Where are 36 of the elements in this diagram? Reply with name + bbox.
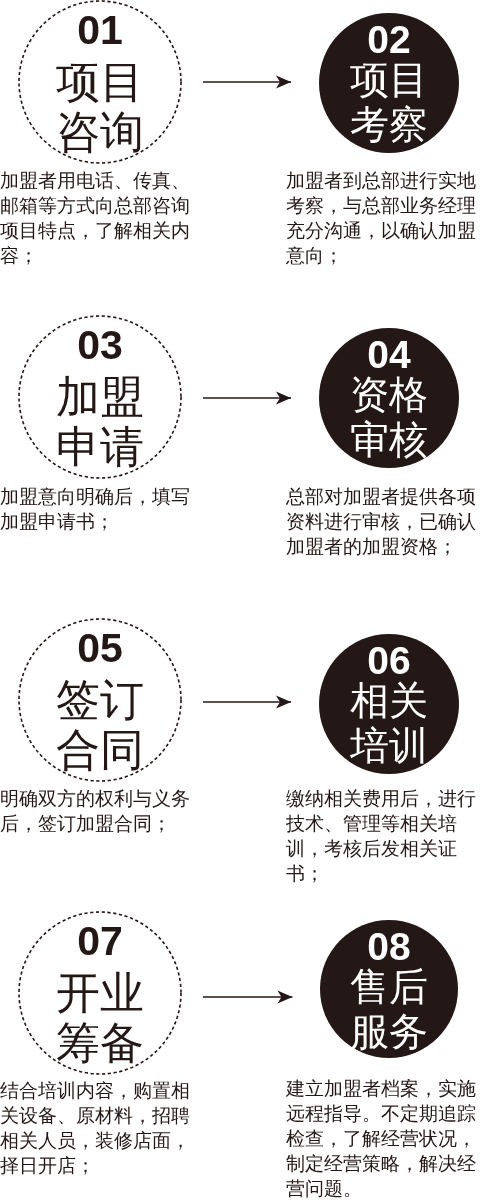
step-number: 08 (367, 927, 411, 966)
step-title: 资格审核 (349, 372, 429, 462)
step-description: 加盟者用电话、传真、邮箱等方式向总部咨询项目特点，了解相关内容； (0, 168, 191, 268)
step-description: 建立加盟者档案，实施远程指导。不定期追踪检查，了解经营状况，制定经营策略，解决经营问题。 (286, 1076, 477, 1200)
step-number: 01 (77, 10, 123, 51)
step-number: 06 (367, 641, 411, 680)
arrow (202, 391, 292, 405)
step-description: 缴纳相关费用后，进行技术、管理等相关培训，考核后发相关证书； (286, 786, 477, 886)
step-description: 明确双方的权利与义务后，签订加盟合同； (0, 786, 191, 836)
step-circle (18, 0, 182, 164)
step-number: 05 (77, 628, 123, 669)
step-number: 02 (367, 20, 411, 59)
step-title: 项目咨询 (55, 57, 145, 157)
step-title: 加盟申请 (55, 372, 145, 472)
step-circle (318, 633, 460, 775)
step-circle (18, 315, 182, 479)
step-title: 项目考察 (349, 57, 429, 147)
step-title: 开业筹备 (55, 968, 145, 1068)
step-circle (18, 618, 182, 782)
step-circle (319, 919, 459, 1059)
step-number: 04 (367, 335, 411, 374)
step-title: 签订合同 (55, 675, 145, 775)
step-circle (18, 911, 182, 1075)
step-circle (318, 12, 460, 154)
step-description: 总部对加盟者提供各项资料进行审核，已确认加盟者的加盟资格； (286, 484, 477, 559)
step-description: 结合培训内容，购置相关设备、原材料，招聘相关人员，装修店面，择日开店； (0, 1078, 191, 1178)
step-title: 相关培训 (349, 678, 429, 768)
arrow (202, 75, 292, 89)
step-number: 03 (77, 325, 123, 366)
step-title: 售后服务 (349, 964, 429, 1054)
step-description: 加盟者到总部进行实地考察，与总部业务经理充分沟通，以确认加盟意向； (286, 168, 477, 268)
step-number: 07 (77, 921, 123, 962)
step-description: 加盟意向明确后，填写加盟申请书； (0, 484, 191, 534)
step-circle (318, 327, 460, 469)
arrow (202, 695, 292, 709)
arrow (202, 990, 294, 1004)
